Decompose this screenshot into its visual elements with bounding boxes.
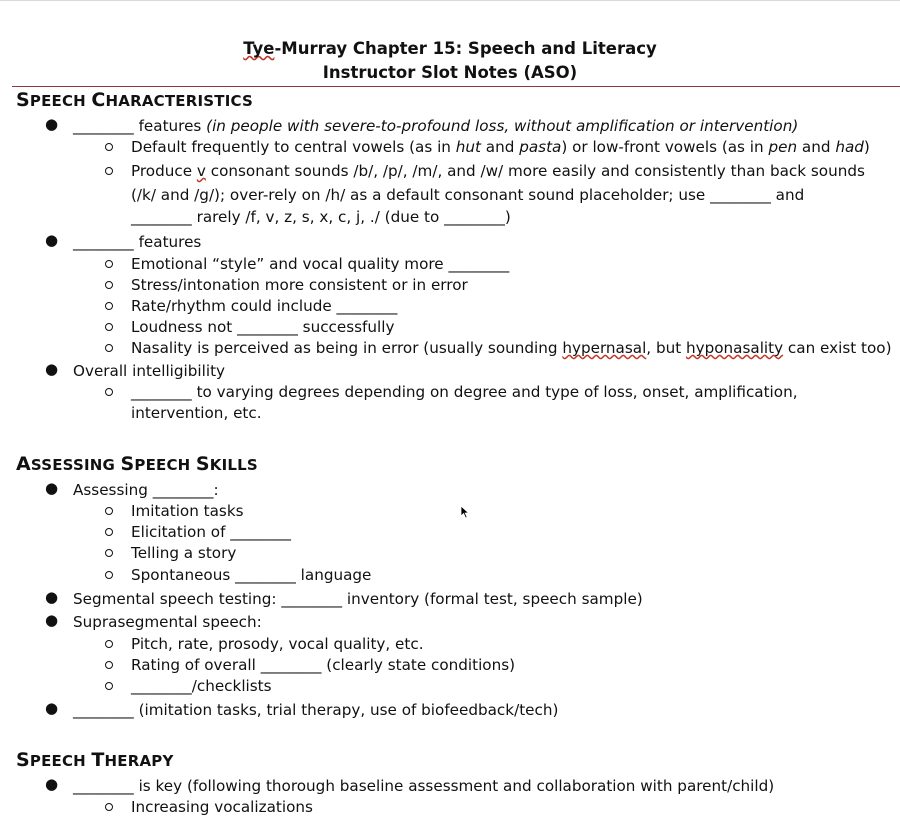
section-heading-speech-therapy: SPEECH THERAPY	[16, 749, 174, 771]
list-item: ________/checklists	[131, 677, 272, 695]
list-item: ________ (imitation tasks, trial therapy…	[73, 701, 559, 719]
sub-bullet-icon	[105, 682, 113, 690]
sub-bullet-icon	[105, 143, 113, 151]
bullet-icon: ●	[45, 115, 59, 133]
list-item: Telling a story	[131, 544, 237, 562]
list-item: Pitch, rate, prosody, vocal quality, etc…	[131, 635, 424, 653]
list-item-continuation: (/k/ and /g/); over-rely on /h/ as a def…	[131, 186, 805, 204]
sub-bullet-icon	[105, 260, 113, 268]
section-heading-assessing-speech-skills: ASSESSING SPEECH SKILLS	[16, 453, 258, 475]
title-divider	[12, 86, 900, 87]
sub-bullet-icon	[105, 661, 113, 669]
sub-bullet-icon	[105, 571, 113, 579]
list-item: Rate/rhythm could include ________	[131, 297, 398, 315]
list-item: Stress/intonation more consistent or in …	[131, 276, 468, 294]
bullet-icon: ●	[45, 775, 59, 793]
sub-bullet-icon	[105, 640, 113, 648]
list-item: Imitation tasks	[131, 502, 244, 520]
list-item: Loudness not ________ successfully	[131, 318, 395, 336]
document-title-line1: Tye-Murray Chapter 15: Speech and Litera…	[243, 39, 657, 58]
sub-bullet-icon	[105, 167, 113, 175]
sub-bullet-icon	[105, 302, 113, 310]
mouse-pointer-icon	[460, 505, 470, 519]
bullet-icon: ●	[45, 479, 59, 497]
list-item: Default frequently to central vowels (as…	[131, 138, 870, 156]
list-item: Overall intelligibility	[73, 362, 226, 380]
list-item: ________ features	[73, 233, 202, 251]
list-item: ________ to varying degrees depending on…	[131, 383, 798, 401]
bullet-icon: ●	[45, 611, 59, 629]
list-item: Nasality is perceived as being in error …	[131, 339, 892, 357]
list-item: Emotional “style” and vocal quality more…	[131, 255, 510, 273]
bullet-icon: ●	[45, 699, 59, 717]
list-item: Produce v consonant sounds /b/, /p/, /m/…	[131, 162, 865, 180]
list-item: ________ is key (following thorough base…	[73, 777, 775, 795]
list-item: ________ features (in people with severe…	[73, 117, 799, 135]
list-item-continuation: ________ rarely /f, v, z, s, x, c, j, ./…	[131, 208, 511, 226]
list-item: Increasing vocalizations	[131, 798, 313, 816]
list-item: Suprasegmental speech:	[73, 613, 262, 631]
document-title-line2: Instructor Slot Notes (ASO)	[322, 63, 578, 82]
bullet-icon: ●	[45, 360, 59, 378]
sub-bullet-icon	[105, 344, 113, 352]
sub-bullet-icon	[105, 388, 113, 396]
bullet-icon: ●	[45, 231, 59, 249]
bullet-icon: ●	[45, 588, 59, 606]
list-item: Rating of overall ________ (clearly stat…	[131, 656, 516, 674]
list-item: Assessing ________:	[73, 481, 219, 499]
sub-bullet-icon	[105, 803, 113, 811]
list-item-continuation: intervention, etc.	[131, 404, 262, 422]
list-item: Segmental speech testing: ________ inven…	[73, 590, 643, 608]
list-item: Spontaneous ________ language	[131, 566, 372, 584]
list-item: Elicitation of ________	[131, 523, 292, 541]
sub-bullet-icon	[105, 281, 113, 289]
top-edge	[0, 0, 900, 1]
sub-bullet-icon	[105, 507, 113, 515]
sub-bullet-icon	[105, 549, 113, 557]
sub-bullet-icon	[105, 528, 113, 536]
sub-bullet-icon	[105, 323, 113, 331]
title-word-tye: Tye	[243, 39, 275, 58]
section-heading-speech-characteristics: SPEECH CHARACTERISTICS	[16, 89, 253, 111]
